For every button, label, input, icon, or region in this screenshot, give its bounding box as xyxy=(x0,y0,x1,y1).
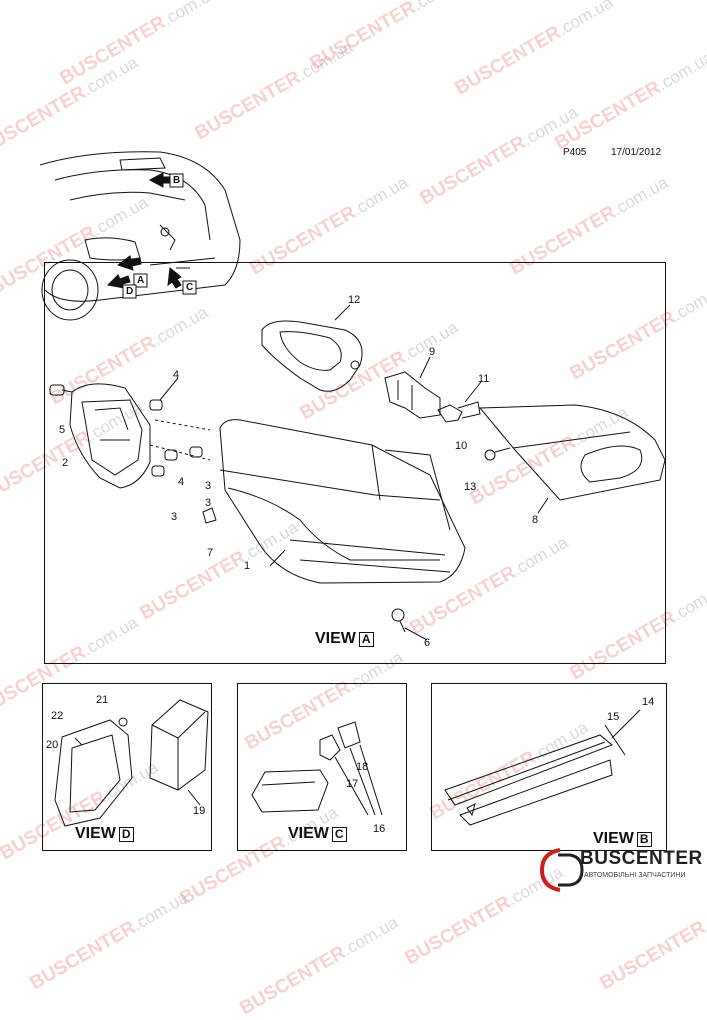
locator-label-d: D xyxy=(126,286,134,297)
callout-11: 11 xyxy=(478,373,490,385)
callout-4: 4 xyxy=(173,369,180,381)
view-c-word: VIEW xyxy=(288,825,329,842)
callout-10: 10 xyxy=(455,440,468,452)
view-b-word: VIEW xyxy=(593,830,634,847)
part-6-clip xyxy=(391,608,405,622)
callout-4: 4 xyxy=(178,476,185,488)
view-d-frame xyxy=(42,683,212,851)
locator-arrows xyxy=(106,172,182,289)
view-a-frame xyxy=(44,262,666,664)
buscenter-logo-mark xyxy=(540,848,584,892)
callout-20: 20 xyxy=(46,739,59,751)
logo-tagline: АВТОМОБІЛЬНІ ЗАПЧАСТИНИ xyxy=(584,872,686,879)
locator-label-c: C xyxy=(186,282,194,293)
view-d-module xyxy=(54,699,209,827)
view-a-word: VIEW xyxy=(315,630,356,647)
part-13-screw xyxy=(484,449,496,461)
view-b-letter: B xyxy=(636,831,652,847)
part-7-clip xyxy=(202,507,217,524)
callout-22: 22 xyxy=(51,710,64,722)
callout-15: 15 xyxy=(607,711,620,723)
callout-3: 3 xyxy=(205,480,212,492)
callout-8: 8 xyxy=(532,514,539,526)
locator-label-a: A xyxy=(137,275,145,286)
part-8-inner-lamp xyxy=(478,404,666,501)
callout-3: 3 xyxy=(205,497,212,509)
callout-5: 5 xyxy=(59,424,66,436)
part-1-tail-lamp xyxy=(219,419,466,584)
view-c-license-lamp xyxy=(251,721,383,816)
diagram-code: P405 xyxy=(563,147,587,158)
callout-12: 12 xyxy=(348,294,361,306)
part-2-bulb-holder xyxy=(49,383,211,489)
callout-14: 14 xyxy=(642,696,655,708)
part-10-bulb xyxy=(437,404,463,423)
callout-13: 13 xyxy=(464,481,477,493)
callout-1: 1 xyxy=(244,560,251,572)
logo-name: BUSCENTER xyxy=(580,848,703,869)
callout-16: 16 xyxy=(373,823,386,835)
part-12-gasket xyxy=(261,320,363,392)
callout-21: 21 xyxy=(96,694,109,706)
callout-3: 3 xyxy=(171,511,178,523)
diagram-date: 17/01/2012 xyxy=(611,147,662,158)
locator-car-drawing xyxy=(39,151,241,321)
view-d-letter: D xyxy=(118,826,134,842)
part-9-socket xyxy=(384,371,441,419)
view-c-frame xyxy=(237,683,407,851)
view-c-letter: C xyxy=(331,826,347,842)
callout-9: 9 xyxy=(429,346,436,358)
view-d-word: VIEW xyxy=(75,825,116,842)
callout-17: 17 xyxy=(346,778,359,790)
view-a-letter: A xyxy=(358,631,374,647)
callout-19: 19 xyxy=(193,805,206,817)
view-b-frame xyxy=(431,683,667,851)
callout-6: 6 xyxy=(424,637,431,649)
locator-label-b: B xyxy=(173,175,181,186)
callout-2: 2 xyxy=(62,457,69,469)
view-b-brake-lamp xyxy=(444,709,641,826)
callout-18: 18 xyxy=(356,761,369,773)
callout-7: 7 xyxy=(207,547,214,559)
